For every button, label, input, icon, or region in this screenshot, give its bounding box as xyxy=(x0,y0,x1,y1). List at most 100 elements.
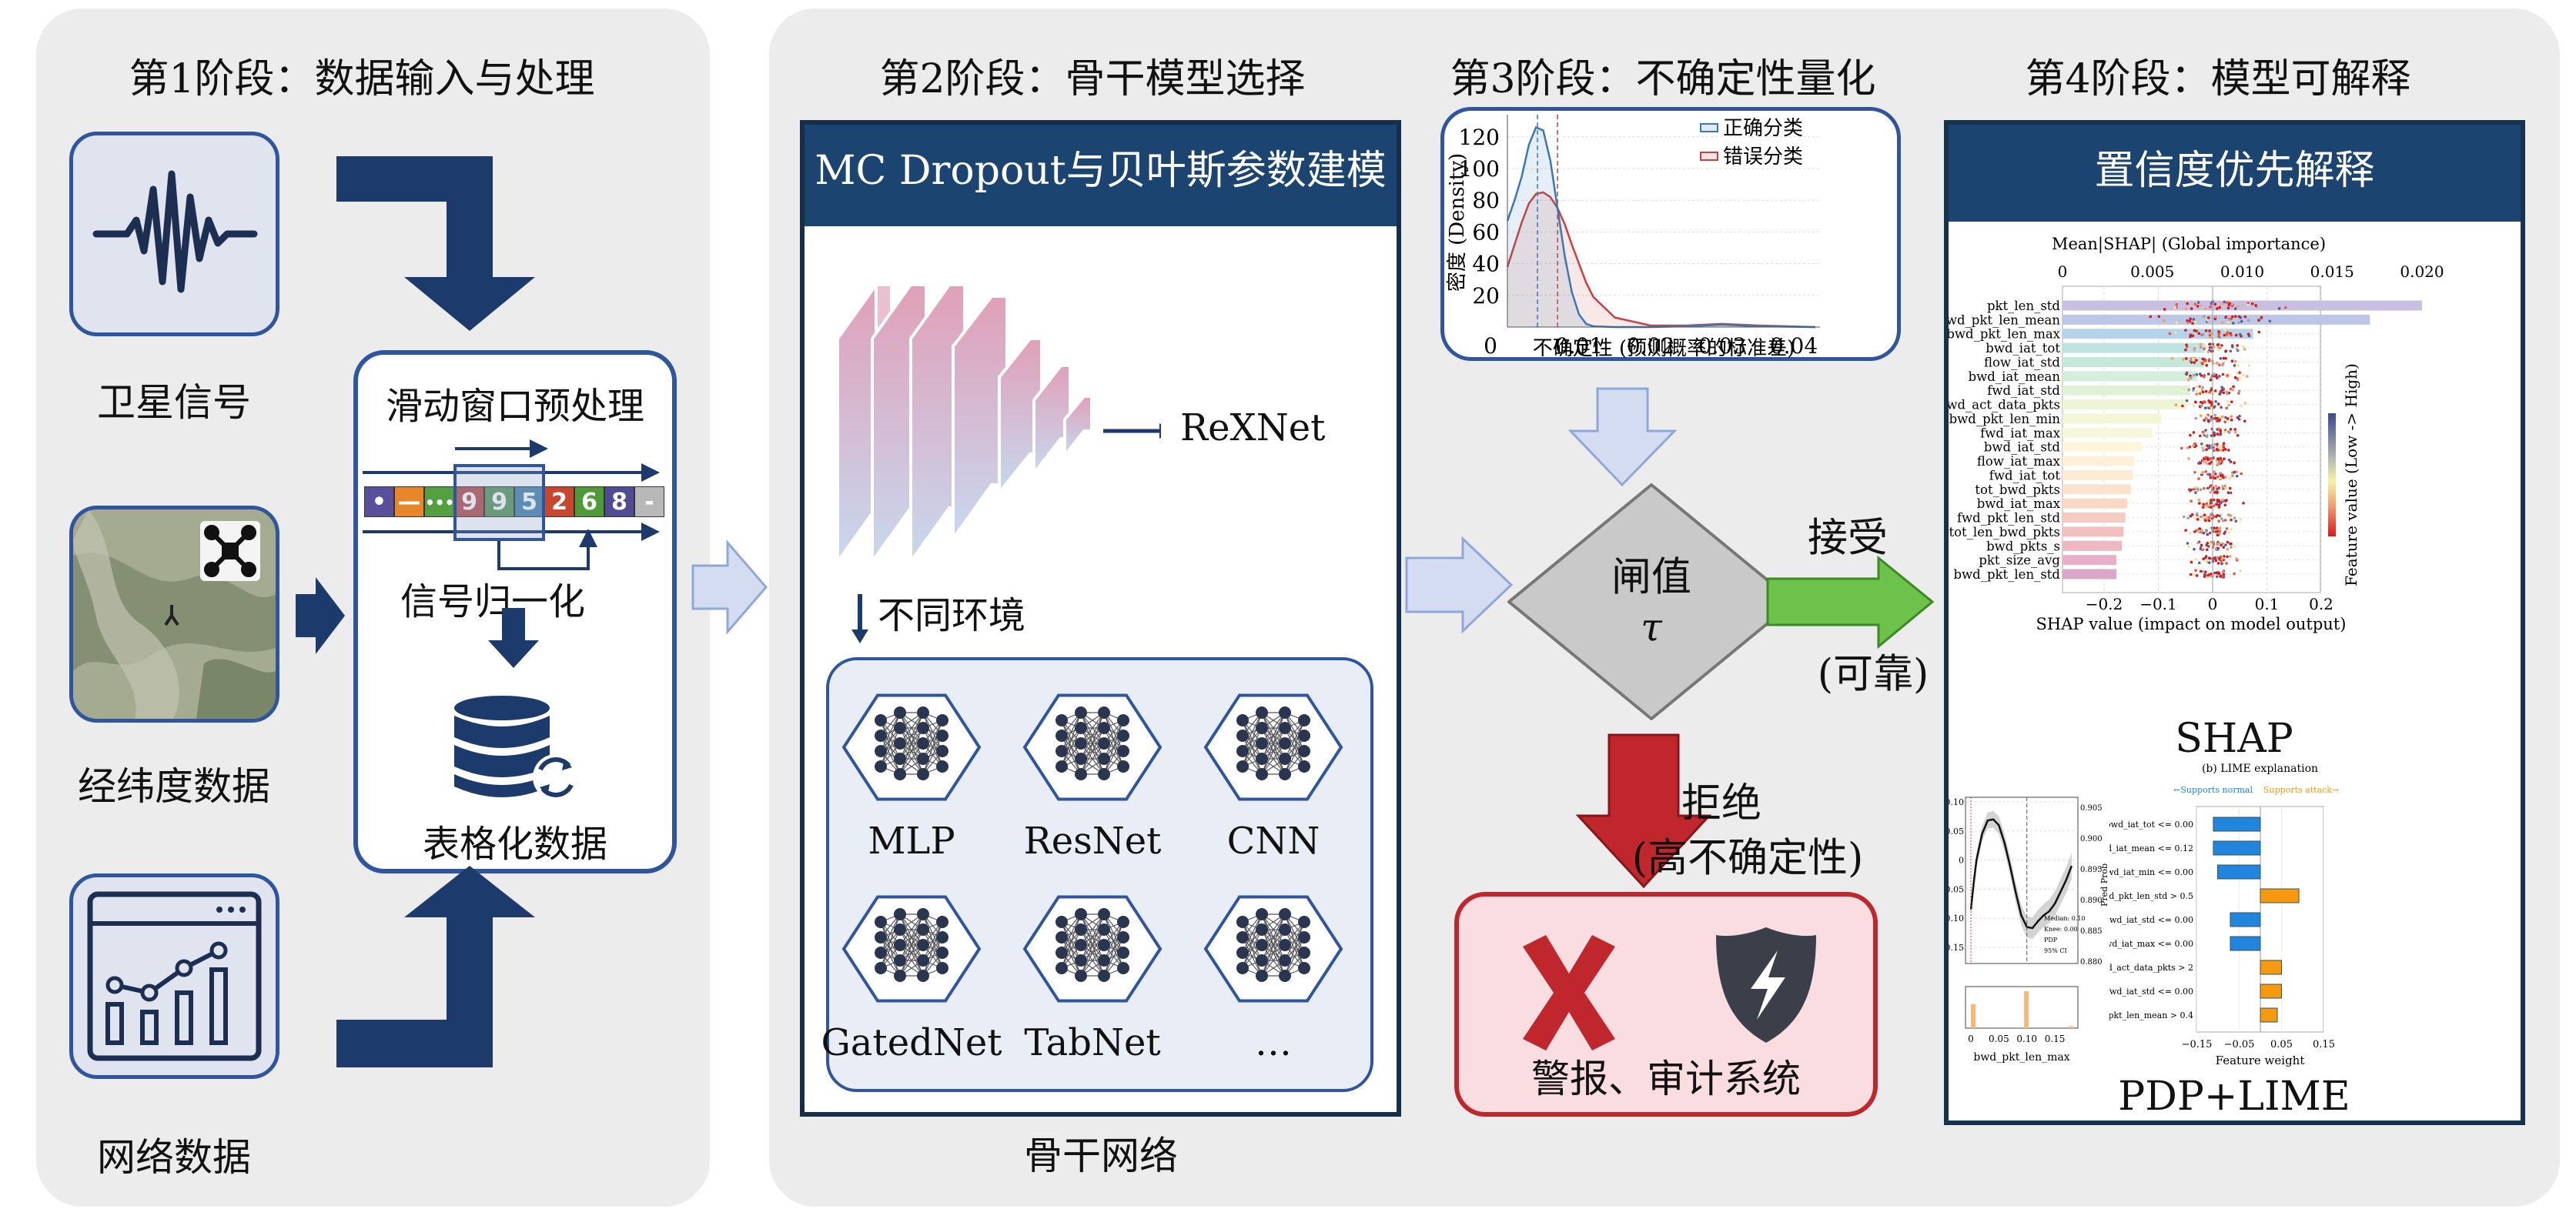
shap-dot xyxy=(2184,329,2187,332)
network-data-label: 网络数据 xyxy=(97,1135,251,1180)
x-tick-label: 0.01 xyxy=(1555,333,1603,359)
nn-node xyxy=(1117,931,1129,943)
shap-dot xyxy=(2226,320,2230,324)
nn-node xyxy=(1055,760,1068,773)
shap-dot xyxy=(2191,322,2194,325)
nn-node xyxy=(1236,745,1249,757)
y-tick-label: 0.05 xyxy=(1949,827,1964,837)
shap-dot xyxy=(2204,556,2207,559)
accept-label: 接受 xyxy=(1807,515,1889,562)
shap-dot xyxy=(2213,413,2217,417)
nn-node xyxy=(894,908,906,920)
shap-dot xyxy=(2237,389,2241,392)
nn-edge xyxy=(1080,929,1105,977)
feature-label: flow_iat_max xyxy=(1977,454,2061,469)
colorbar-label: Feature value (Low -> High) xyxy=(2342,363,2360,586)
shap-dot xyxy=(2206,533,2210,536)
nn-node xyxy=(1055,730,1068,742)
shap-dot xyxy=(2211,546,2215,549)
legend-swatch xyxy=(1700,152,1718,161)
nn-node xyxy=(1055,947,1068,959)
shap-dot xyxy=(2233,470,2236,474)
nn-edge xyxy=(1261,712,1286,744)
shap-dot xyxy=(2250,302,2254,306)
shap-dot xyxy=(2231,474,2234,477)
feature-label: fwd_pkt_len_std xyxy=(1957,511,2061,526)
nn-edge xyxy=(1261,913,1286,961)
shap-dot xyxy=(2193,329,2196,332)
shap-dot xyxy=(2200,404,2203,408)
shap-dot xyxy=(2218,514,2221,518)
right-y-tick-label: 0.895 xyxy=(2080,866,2103,874)
nn-edge xyxy=(922,937,943,977)
shap-dot xyxy=(2189,317,2192,321)
nn-edge xyxy=(1284,720,1305,760)
shap-dot xyxy=(2190,499,2193,503)
shap-dot xyxy=(2226,331,2230,335)
nn-edge xyxy=(1061,913,1082,969)
shap-dot xyxy=(2216,462,2220,466)
shap-dot xyxy=(2216,402,2220,406)
shap-dot xyxy=(2230,400,2233,403)
nn-edge xyxy=(922,720,943,775)
mean-shap-bar xyxy=(2062,342,2205,353)
shap-dot xyxy=(2217,519,2220,523)
feature-label: bwd_pkt_len_max xyxy=(1949,327,2061,342)
shap-dot xyxy=(2218,460,2222,464)
x-tick-label: 0.02 xyxy=(1627,333,1674,359)
high-uncertainty-label: (高不确定性) xyxy=(1631,835,1864,882)
shap-dot xyxy=(2206,486,2210,490)
alert-audit-label: 警报、审计系统 xyxy=(1531,1057,1801,1101)
feature-label: fwd_iat_std xyxy=(1987,383,2060,398)
nn-node xyxy=(1298,714,1310,726)
shap-dot xyxy=(2217,332,2221,336)
shap-dot xyxy=(2163,308,2166,311)
shap-dot xyxy=(2206,419,2210,423)
nn-node xyxy=(936,947,948,959)
nn-node xyxy=(1075,737,1087,750)
nn-node xyxy=(875,916,887,928)
shap-dot xyxy=(2200,388,2204,391)
nn-edge xyxy=(1242,913,1263,954)
right-y-axis-label: Pred Prob xyxy=(2099,863,2109,907)
mean-shap-bar xyxy=(2062,484,2131,495)
nn-node xyxy=(1279,722,1291,734)
shap-dot xyxy=(2195,574,2199,577)
shap-dot xyxy=(2192,373,2196,377)
shap-dot xyxy=(2184,529,2187,532)
mean-shap-bar xyxy=(2062,540,2123,551)
shap-dot xyxy=(2207,561,2211,564)
nn-edge xyxy=(899,929,924,977)
shap-dot xyxy=(2223,329,2226,332)
nn-edge xyxy=(880,913,901,954)
nn-node xyxy=(875,714,887,726)
shap-dot xyxy=(2209,573,2213,576)
shap-dot xyxy=(2214,559,2218,563)
shap-dot xyxy=(2239,517,2243,521)
nn-node xyxy=(894,954,906,967)
shap-dot xyxy=(2254,304,2257,307)
nn-node xyxy=(1236,916,1249,928)
nn-node xyxy=(1098,737,1110,750)
shap-dot xyxy=(2219,476,2222,479)
shap-dot xyxy=(2225,527,2229,530)
shap-dot xyxy=(2223,503,2227,507)
shap-dot xyxy=(2196,487,2200,491)
shap-dot xyxy=(2187,545,2190,548)
shap-dot xyxy=(2196,541,2200,545)
lime-feature-label: fwd_pkt_len_std > 0.5 xyxy=(2109,891,2193,901)
shap-dot xyxy=(2233,430,2237,434)
neural-network-icon xyxy=(841,895,982,1003)
shap-dot xyxy=(2218,541,2221,545)
shap-dot xyxy=(2206,505,2209,508)
shap-dot xyxy=(2230,542,2233,546)
mean-shap-bar xyxy=(2062,413,2162,424)
right-y-tick-label: 0.905 xyxy=(2080,804,2103,813)
shap-dot xyxy=(2217,486,2221,489)
nn-node xyxy=(917,737,929,750)
shap-dot xyxy=(2210,506,2213,509)
neural-network-icon xyxy=(841,693,982,801)
shap-dot xyxy=(2233,545,2236,548)
nn-edge xyxy=(1080,913,1105,946)
